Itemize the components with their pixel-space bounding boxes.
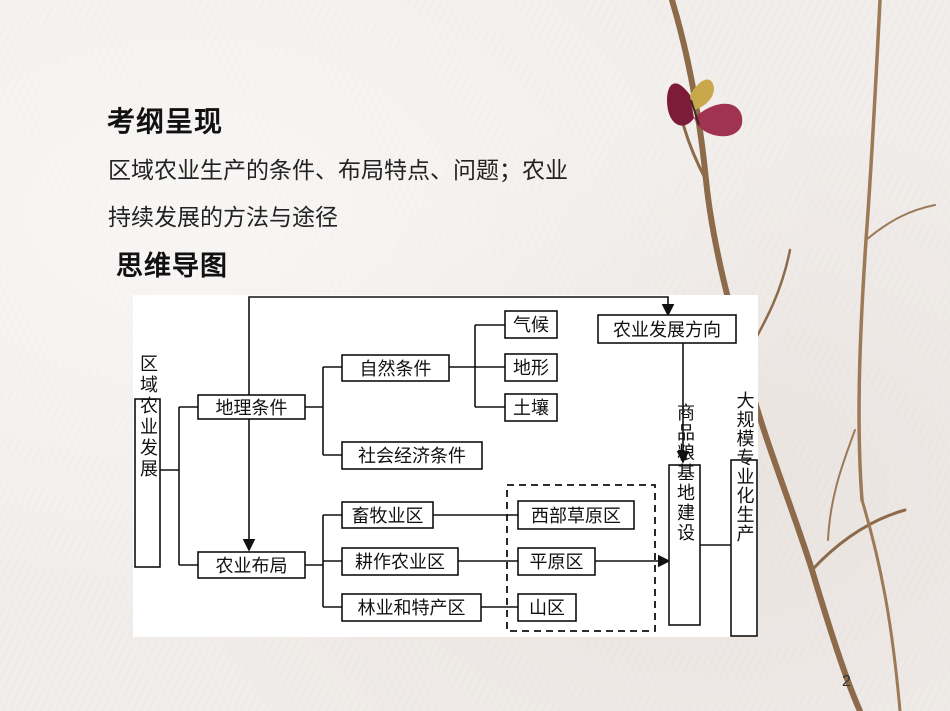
butterfly-icon: [666, 79, 743, 137]
slide-title: 考纲呈现: [107, 105, 224, 138]
connector-lines: [160, 296, 731, 608]
natural-conditions-box: [341, 354, 450, 382]
grain-base-label: 商品粮基地建设: [674, 403, 695, 543]
forestry-box: [341, 593, 482, 622]
root-box: [134, 398, 161, 568]
exam-outline-line-1: 区域农业生产的条件、布局特点、问题；农业: [108, 158, 568, 184]
mind-map-heading: 思维导图: [116, 251, 228, 282]
geo-conditions-label: 地理条件: [216, 398, 288, 419]
socio-economic-label: 社会经济条件: [358, 446, 466, 467]
direction-box: [597, 314, 737, 344]
livestock-box: [341, 501, 434, 529]
west-grassland-box: [517, 500, 635, 530]
mind-map-diagram: 区域农业发展 商品粮基地建设 大规模专业化生产 地理条件 自然条件 气候 地形 …: [134, 296, 758, 637]
large-scale-label: 大规模专业化生产: [734, 391, 755, 543]
direction-label: 农业发展方向: [613, 320, 721, 341]
terrain-label: 地形: [513, 358, 549, 379]
west-grassland-label: 西部草原区: [531, 506, 621, 527]
terrain-box: [504, 353, 558, 382]
mountain-label: 山区: [529, 598, 565, 619]
farming-label: 耕作农业区: [355, 552, 445, 573]
farming-box: [341, 547, 459, 576]
climate-label: 气候: [513, 315, 549, 336]
mind-map-panel: 区域农业发展 商品粮基地建设 大规模专业化生产 地理条件 自然条件 气候 地形 …: [133, 295, 758, 637]
soil-box: [504, 393, 558, 422]
plain-label: 平原区: [530, 552, 584, 573]
large-scale-box: [730, 459, 758, 637]
livestock-label: 畜牧业区: [352, 506, 424, 527]
exam-outline-text: 区域农业生产的条件、布局特点、问题；农业 持续发展的方法与途径: [108, 148, 648, 242]
climate-box: [504, 310, 558, 339]
soil-label: 土壤: [513, 398, 549, 419]
page-number: 2: [842, 673, 851, 690]
exam-outline-line-2: 持续发展的方法与途径: [108, 205, 338, 231]
root-label: 区域农业发展: [137, 354, 158, 480]
socio-economic-box: [341, 441, 483, 470]
grain-base-box: [668, 464, 701, 626]
plain-box: [517, 547, 596, 576]
geo-conditions-box: [197, 394, 306, 420]
regions-dashed-frame: [506, 484, 656, 632]
forestry-label: 林业和特产区: [358, 598, 466, 619]
layout-box: [197, 551, 306, 579]
layout-label: 农业布局: [216, 556, 288, 577]
natural-conditions-label: 自然条件: [360, 359, 432, 380]
mountain-box: [517, 593, 577, 622]
